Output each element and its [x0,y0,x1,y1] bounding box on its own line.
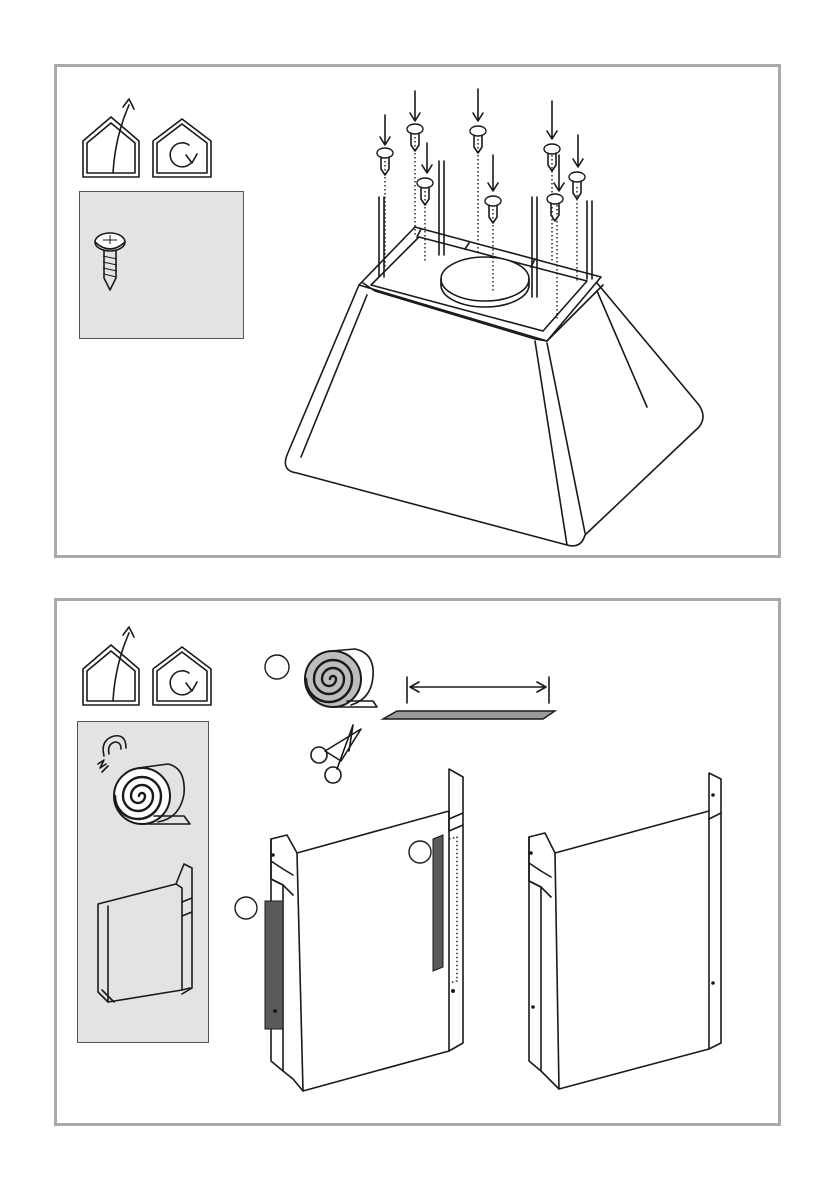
insulation-roll-icon [108,758,194,834]
step-2-panel [54,598,781,1126]
chimney-section-icon [94,862,200,1012]
recirculation-mode-icon [151,117,213,179]
screw-icon [90,228,130,298]
cut-length-strip [379,673,559,723]
callout-circle [407,839,433,865]
chimney-section-plain [515,767,755,1107]
extraction-mode-icon [79,97,143,177]
hardware-box [77,721,209,1043]
hardware-box [79,191,244,339]
recirculation-mode-icon [151,645,213,707]
step-1-panel [54,64,781,558]
hood-assembly-drawing [267,87,727,547]
callout-circle [263,653,291,681]
extraction-mode-icon [79,625,143,705]
callout-circle [233,895,259,921]
chimney-section-with-strips [227,761,497,1101]
insulation-roll-icon [301,645,381,717]
